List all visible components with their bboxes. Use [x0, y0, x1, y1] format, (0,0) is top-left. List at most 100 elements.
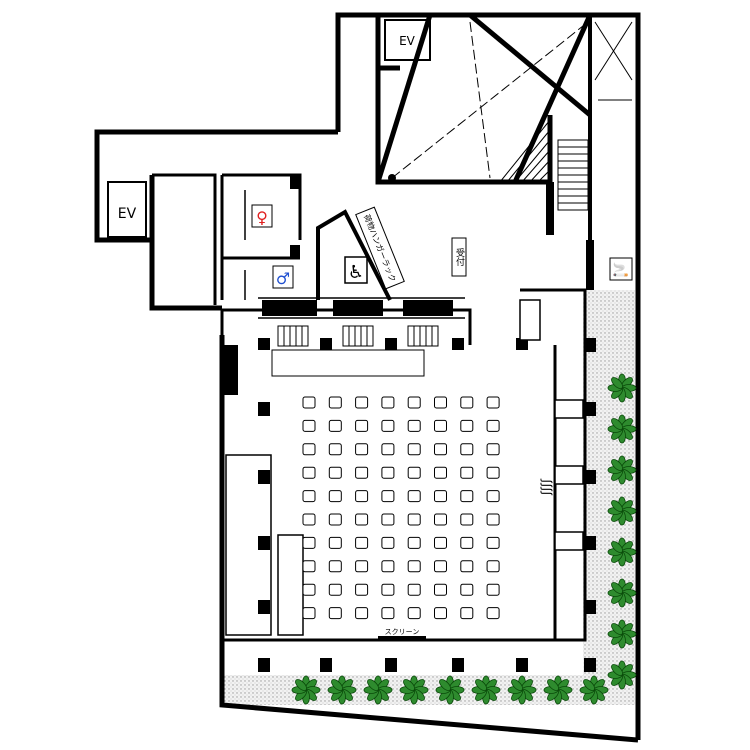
- dashed-void: [391, 21, 589, 179]
- seat: [434, 443, 447, 456]
- seat: [486, 560, 500, 573]
- seat: [486, 466, 500, 479]
- seat: [434, 536, 447, 549]
- seat: [355, 513, 369, 526]
- seat: [381, 607, 395, 620]
- seat: [328, 560, 342, 573]
- seat: [302, 607, 316, 620]
- seat: [302, 396, 316, 409]
- seat: [407, 466, 421, 479]
- seat: [434, 490, 447, 503]
- male-icon: ♂: [276, 269, 290, 288]
- seat: [355, 443, 369, 456]
- seat: [407, 513, 421, 526]
- reception-desk: [451, 237, 467, 277]
- female-restroom-sign: [251, 204, 273, 228]
- plant-icon: [579, 675, 609, 705]
- side-door-panels: [554, 399, 584, 551]
- seat: [434, 466, 447, 479]
- reception-counter: [519, 299, 541, 341]
- hall-walls: [220, 288, 587, 642]
- seat: [486, 536, 500, 549]
- seat: [434, 396, 447, 409]
- seat: [381, 536, 395, 549]
- plant-icon: [543, 675, 573, 705]
- seat: [460, 419, 474, 432]
- seat: [460, 583, 474, 596]
- seat: [486, 396, 500, 409]
- screen-label: スクリーン: [385, 628, 420, 636]
- seat: [302, 443, 316, 456]
- plant-icon: [435, 675, 465, 705]
- elevator-top-label: EV: [399, 34, 416, 48]
- seat: [355, 583, 369, 596]
- plant-icon: [607, 414, 637, 444]
- counter: [271, 349, 425, 377]
- seat: [460, 490, 474, 503]
- female-icon: ♀: [256, 208, 268, 227]
- plant-icon: [607, 660, 637, 690]
- seat: [486, 583, 500, 596]
- coat-rack-icon: ʃʃʃʃ: [539, 478, 553, 496]
- seat: [328, 419, 342, 432]
- seat: [328, 536, 342, 549]
- seat: [328, 513, 342, 526]
- seat: [302, 513, 316, 526]
- seating-grid: [302, 396, 500, 620]
- plant-icon: [507, 675, 537, 705]
- plant-icon: [399, 675, 429, 705]
- stair-core: [375, 13, 594, 290]
- plant-icon: [291, 675, 321, 705]
- side-room-left: [225, 454, 272, 636]
- plant-icon: [607, 496, 637, 526]
- seat: [328, 466, 342, 479]
- plant-icon: [363, 675, 393, 705]
- seat: [460, 443, 474, 456]
- seat: [486, 607, 500, 620]
- seat: [407, 396, 421, 409]
- seat: [328, 607, 342, 620]
- seat: [407, 583, 421, 596]
- wheelchair-icon: ♿: [348, 262, 364, 283]
- outer-walls: [94, 12, 641, 743]
- elevator-top: [384, 19, 431, 61]
- smoking-area-sign: [609, 257, 633, 281]
- plant-icon: [607, 373, 637, 403]
- luggage-rack: [355, 206, 405, 290]
- seat: [328, 583, 342, 596]
- seat: [434, 419, 447, 432]
- seat: [434, 513, 447, 526]
- plant-icon: [607, 619, 637, 649]
- smoking-icon: 🚬: [613, 262, 629, 278]
- seat: [302, 583, 316, 596]
- seat: [434, 560, 447, 573]
- accessible-restroom-walls: [316, 209, 392, 301]
- plant-icon: [607, 537, 637, 567]
- seat: [407, 560, 421, 573]
- seat: [355, 536, 369, 549]
- terrace-bottom: [222, 675, 635, 705]
- seat: [355, 466, 369, 479]
- seat: [434, 607, 447, 620]
- seat: [407, 536, 421, 549]
- seat: [328, 443, 342, 456]
- seat: [486, 443, 500, 456]
- seat: [407, 607, 421, 620]
- seat: [302, 466, 316, 479]
- seat: [460, 536, 474, 549]
- seat: [355, 607, 369, 620]
- hanger-racks: [277, 325, 439, 347]
- stairs-right: [499, 21, 633, 211]
- seat: [302, 490, 316, 503]
- seat: [486, 513, 500, 526]
- seat: [355, 396, 369, 409]
- seat: [355, 419, 369, 432]
- seat: [302, 419, 316, 432]
- reception-label: 受付: [454, 247, 465, 267]
- seat: [381, 490, 395, 503]
- seat: [328, 396, 342, 409]
- seat: [355, 560, 369, 573]
- seat: [381, 513, 395, 526]
- plant-icon: [327, 675, 357, 705]
